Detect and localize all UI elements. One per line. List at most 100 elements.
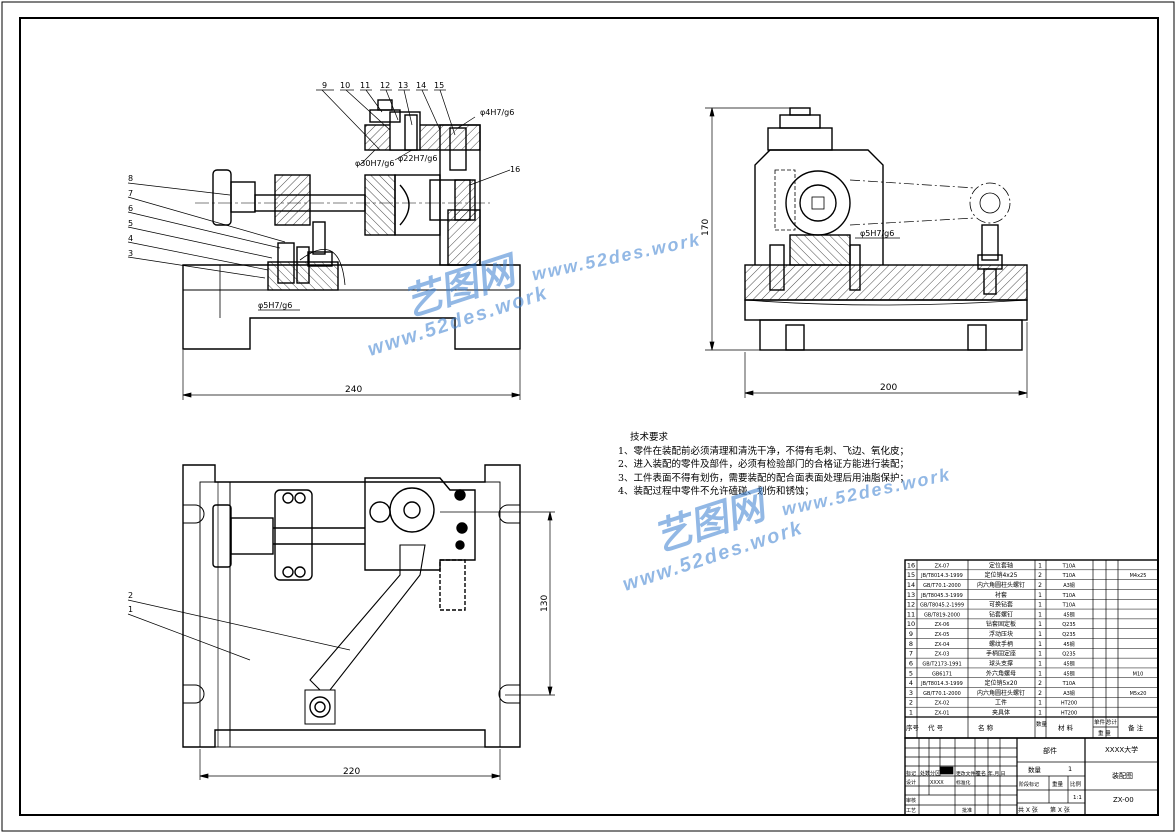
bom-cell-qty: 1: [1038, 651, 1042, 658]
bom-cell-name: 定位销4x25: [984, 571, 1017, 579]
tb-part: 部件: [1043, 746, 1057, 755]
bom-cell-name: 螺纹手柄: [989, 640, 1013, 648]
bom-cell-qty: 1: [1038, 641, 1042, 648]
bom-header-note: 备 注: [1128, 723, 1144, 732]
bom-cell-code: JB/T8014.3-1999: [920, 681, 963, 687]
bom-header-no: 序号: [906, 723, 920, 732]
dim-top-height: 130: [540, 595, 550, 612]
bom-header-unit: 单件: [1094, 718, 1106, 726]
bom-cell-no: 15: [907, 571, 915, 579]
bom-cell-qty: 2: [1038, 690, 1042, 697]
tb-drawing-no: ZX-00: [1113, 796, 1134, 804]
bom-cell-name: 可换钻套: [989, 601, 1013, 609]
bom-header-code: 代 号: [928, 723, 944, 732]
bom-cell-no: 1: [909, 709, 913, 717]
bom-cell-mat: Q235: [1062, 652, 1075, 658]
bom-cell-name: 夹具体: [992, 709, 1010, 717]
tb-design: 设计: [906, 779, 916, 786]
balloon-16: 16: [510, 165, 520, 174]
bom-cell-name: 钻套固定板: [986, 620, 1016, 628]
front-view: [182, 99, 521, 350]
top-leaders: [127, 599, 351, 661]
balloon-15: 15: [434, 81, 444, 90]
bom-cell-note: M10: [1133, 671, 1144, 677]
tb-qty-label: 数量: [1028, 765, 1042, 774]
bom-cell-no: 9: [909, 630, 913, 638]
bom-cell-name: 定位销5x20: [984, 679, 1017, 687]
fit-phi4: φ4H7/g6: [480, 108, 514, 117]
bom-cell-name: 外六角螺母: [986, 669, 1016, 677]
balloon-9: 9: [322, 81, 327, 90]
bom-cell-qty: 1: [1038, 611, 1042, 618]
requirements-title: 技术要求: [630, 432, 669, 443]
bom-cell-mat: 45钢: [1063, 641, 1074, 648]
bom-cell-mat: A3钢: [1063, 690, 1075, 697]
tb-count: 处数: [920, 770, 930, 777]
dim-side-width: 200: [880, 383, 897, 393]
tb-weight: 重量: [1052, 780, 1064, 788]
bom-cell-mat: 45钢: [1063, 670, 1074, 677]
bom-cell-mat: T10A: [1062, 681, 1076, 687]
bom-cell-mat: T10A: [1062, 603, 1076, 609]
bom-cell-qty: 1: [1038, 602, 1042, 609]
requirement-1: 1、零件在装配前必须清理和清洗干净，不得有毛刺、飞边、氧化皮；: [618, 445, 910, 457]
tb-date: 年.月.日: [988, 770, 1005, 777]
tb-approve: 批准: [962, 807, 972, 814]
fit-phi22: φ22H7/g6: [398, 154, 437, 163]
front-leaders: [127, 89, 511, 311]
bom-cell-name: 浮动压块: [989, 630, 1013, 638]
front-balloons: 9 10 11 12 13 14 15 16 8 7 6 5 4 3 φ4H7/…: [128, 81, 520, 310]
tb-change: 更改文件号: [956, 770, 980, 777]
bom-cell-name: 手柄固定座: [986, 650, 1016, 658]
dim-top-width: 220: [343, 767, 360, 777]
bom-cell-no: 8: [909, 640, 913, 648]
bom-cell-no: 7: [909, 650, 913, 658]
bom-cell-code: GB/T70.1-2000: [923, 691, 961, 697]
requirement-2: 2、进入装配的零件及部件，必须有检验部门的合格证方能进行装配；: [618, 459, 910, 470]
bom-cell-name: 工件: [995, 699, 1007, 707]
tb-mark: 标记: [906, 770, 916, 777]
bom-cell-qty: 1: [1038, 710, 1042, 717]
tb-sheet: 第 X 张: [1050, 806, 1070, 814]
bom-cell-mat: 45钢: [1063, 611, 1074, 618]
bom-header-mat: 材 料: [1058, 723, 1074, 732]
tb-check: 审核: [906, 797, 916, 804]
balloon-11: 11: [360, 81, 370, 90]
bom-cell-code: ZX-02: [935, 701, 950, 707]
side-view: [744, 107, 1028, 351]
tb-school: XXXX大学: [1105, 745, 1138, 754]
bom-header-qty: 数量: [1036, 720, 1048, 728]
bom-cell-mat: T10A: [1062, 563, 1076, 569]
balloon-14: 14: [416, 81, 426, 90]
top-view: [182, 464, 521, 748]
bom-row: 12 GB/T8045.2-1999 可换钻套 1 T10A: [907, 601, 1076, 609]
bom-cell-code: GB/T8045.2-1999: [920, 603, 964, 609]
bom-cell-note: M4x25: [1130, 573, 1147, 579]
balloon-8: 8: [128, 174, 133, 183]
tb-qty-value: 1: [1068, 765, 1072, 773]
dim-side-height: 170: [701, 219, 711, 236]
tb-drawing-type: 装配图: [1112, 771, 1133, 780]
bom-cell-name: 内六角圆柱头螺钉: [977, 689, 1025, 697]
bom-cell-no: 12: [907, 601, 915, 609]
bom-header-total: 总计: [1106, 718, 1118, 726]
bom-cell-code: ZX-01: [935, 711, 950, 717]
bom-cell-code: ZX-03: [935, 652, 950, 658]
tb-design-name: XXXX: [930, 780, 944, 786]
bom-row-lines: [905, 569, 1158, 708]
bom-cell-name: 定位套轴: [989, 561, 1013, 569]
bom-cell-name: 钻套螺钉: [989, 610, 1013, 618]
tb-sign: 签名: [976, 770, 986, 777]
bom-cell-mat: Q235: [1062, 632, 1075, 638]
bom-cell-mat: T10A: [1062, 593, 1076, 599]
